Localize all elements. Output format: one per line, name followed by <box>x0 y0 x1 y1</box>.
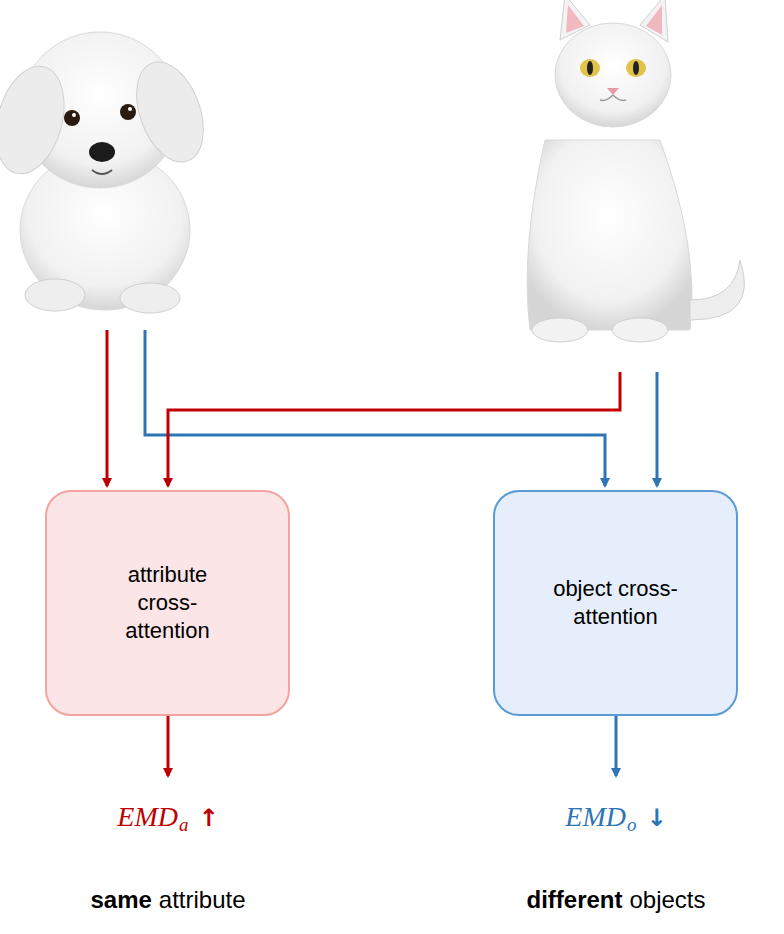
subscript: o <box>627 814 637 835</box>
blue-arrow <box>145 330 605 486</box>
subscript: a <box>179 814 189 835</box>
label-text: same <box>90 886 151 913</box>
box-label: attribute cross-attention <box>105 561 230 645</box>
label-group: different objects <box>526 886 705 914</box>
label-text: different <box>526 886 622 913</box>
label-text: ↓ <box>647 804 667 832</box>
label-text: ↑ <box>199 804 219 832</box>
box-label: object cross-attention <box>553 575 678 631</box>
blue-arrow <box>615 716 618 776</box>
label-group: EMDo ↓ <box>565 801 666 836</box>
label-text: EMD <box>117 801 178 832</box>
label-text: attribute <box>159 886 246 913</box>
label-text: objects <box>629 886 705 913</box>
red-arrow <box>167 716 170 776</box>
attribute-box: attribute cross-attention <box>45 490 290 716</box>
cat-picture <box>527 0 744 342</box>
label-text: EMD <box>565 801 626 832</box>
label-group: EMDa ↑ <box>117 801 218 836</box>
red-arrow <box>106 330 109 486</box>
blue-arrow <box>656 372 659 486</box>
object-box: object cross-attention <box>493 490 738 716</box>
dog-picture <box>0 32 216 313</box>
label-group: same attribute <box>90 886 245 914</box>
red-arrow <box>168 372 620 486</box>
